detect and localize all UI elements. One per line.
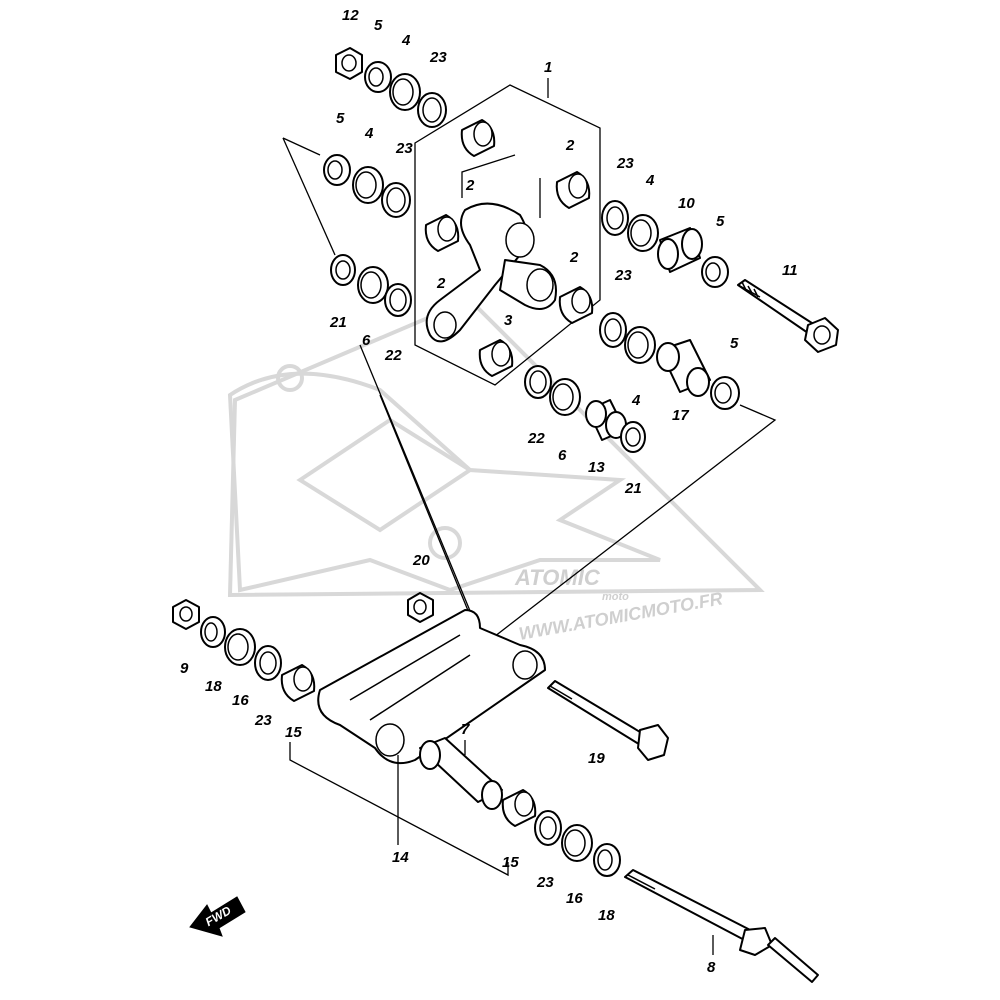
callout-5: 5 [716, 213, 725, 230]
leader-5b [282, 137, 321, 156]
part-2-bearing-left [424, 214, 460, 252]
part-4-seal-top [389, 73, 421, 111]
part-18-washer-left [200, 616, 226, 648]
leader-bracket-left [282, 137, 336, 256]
callout-2: 2 [569, 249, 579, 266]
callout-4: 4 [401, 32, 411, 49]
callout-6: 6 [362, 332, 371, 349]
callout-23: 23 [254, 712, 272, 729]
leader-to-lower-2 [379, 394, 481, 641]
bracket-14-15 [289, 742, 509, 877]
callout-2: 2 [565, 137, 575, 154]
part-14-cushion-rod [317, 609, 546, 764]
callout-7: 7 [461, 721, 470, 738]
part-15-bearing-right [501, 789, 537, 827]
part-4-seal-right [627, 214, 659, 252]
leader-to-lower [359, 344, 481, 636]
part-21-washer-left [330, 254, 356, 286]
fwd-arrow: FWD [189, 896, 246, 937]
part-10-collar [657, 227, 703, 273]
part-8-long-bolt [624, 869, 819, 983]
part-6-seal-left [357, 266, 389, 304]
part-2-bearing-right-bottom [558, 286, 594, 324]
callout-23: 23 [395, 140, 413, 157]
callout-22: 22 [527, 430, 545, 447]
callout-5: 5 [374, 17, 383, 34]
callout-21: 21 [329, 314, 347, 331]
part-3-bearing [478, 339, 514, 377]
callout-13: 13 [588, 459, 605, 476]
callout-10: 10 [678, 195, 695, 212]
part-12-nut [335, 47, 363, 80]
callout-19: 19 [588, 750, 605, 767]
part-5-washer-left [323, 154, 351, 186]
part-4-seal-right-lower [624, 326, 656, 364]
callout-6: 6 [558, 447, 567, 464]
callout-labels: 12 5 4 23 1 5 4 23 2 2 2 2 3 23 4 10 5 1… [180, 7, 798, 976]
cushion-lever [425, 202, 557, 343]
callout-9: 9 [180, 660, 189, 677]
callout-22: 22 [384, 347, 402, 364]
part-9-nut [172, 599, 200, 630]
part-16-seal-left [224, 628, 256, 666]
part-5-washer-right [701, 256, 729, 288]
part-2-bearing-right-top [555, 171, 591, 209]
callout-8: 8 [707, 959, 716, 976]
callout-4: 4 [631, 392, 641, 409]
part-23-washer-left [381, 182, 411, 218]
part-23-washer-right [601, 200, 629, 236]
part-22-washer-left [384, 283, 412, 317]
callout-23: 23 [614, 267, 632, 284]
leader-right-to-lower [489, 404, 777, 641]
callout-5: 5 [730, 335, 739, 352]
callout-2: 2 [436, 275, 446, 292]
callout-16: 16 [566, 890, 583, 907]
part-2-bearing-top [460, 119, 496, 157]
part-7-spacer [419, 737, 503, 810]
callout-20: 20 [412, 552, 430, 569]
part-23-washer-lower-left [254, 645, 282, 681]
callout-16: 16 [232, 692, 249, 709]
leader-2a [461, 154, 516, 198]
callout-1: 1 [544, 59, 552, 76]
callout-18: 18 [205, 678, 222, 695]
callout-23: 23 [616, 155, 634, 172]
part-11-bolt [737, 279, 839, 353]
callout-2: 2 [465, 177, 475, 194]
cushion-lever-frame [414, 84, 601, 386]
part-18-washer-right [593, 843, 621, 877]
callout-21: 21 [624, 480, 642, 497]
callout-15: 15 [502, 854, 519, 871]
watermark-brand: ATOMIC [514, 565, 601, 590]
callout-5: 5 [336, 110, 345, 127]
part-23-washer-right-lower [599, 312, 627, 348]
part-13-collar [585, 399, 627, 441]
part-5-washer-right-lower [710, 376, 740, 410]
part-20-nut [407, 592, 434, 623]
part-16-seal-right [561, 824, 593, 862]
callout-11: 11 [782, 262, 798, 279]
watermark-sub: moto [602, 591, 629, 603]
part-5-washer-top [364, 61, 392, 93]
part-19-bolt [547, 680, 669, 761]
callout-4: 4 [645, 172, 655, 189]
callout-12: 12 [342, 7, 359, 24]
part-23-washer-lower-right [534, 810, 562, 846]
part-23-washer-top [417, 92, 447, 128]
callout-23: 23 [429, 49, 447, 66]
callout-17: 17 [672, 407, 689, 424]
part-21-washer-center [620, 421, 646, 453]
callout-4: 4 [364, 125, 374, 142]
callout-23: 23 [536, 874, 554, 891]
part-17-spacer [656, 339, 711, 397]
part-15-bearing-left [280, 664, 316, 702]
part-6-seal-center [549, 378, 581, 416]
part-4-seal-left [352, 166, 384, 204]
callout-18: 18 [598, 907, 615, 924]
callout-14: 14 [392, 849, 409, 866]
callout-3: 3 [504, 312, 513, 329]
callout-15: 15 [285, 724, 302, 741]
part-22-washer-center [524, 365, 552, 399]
